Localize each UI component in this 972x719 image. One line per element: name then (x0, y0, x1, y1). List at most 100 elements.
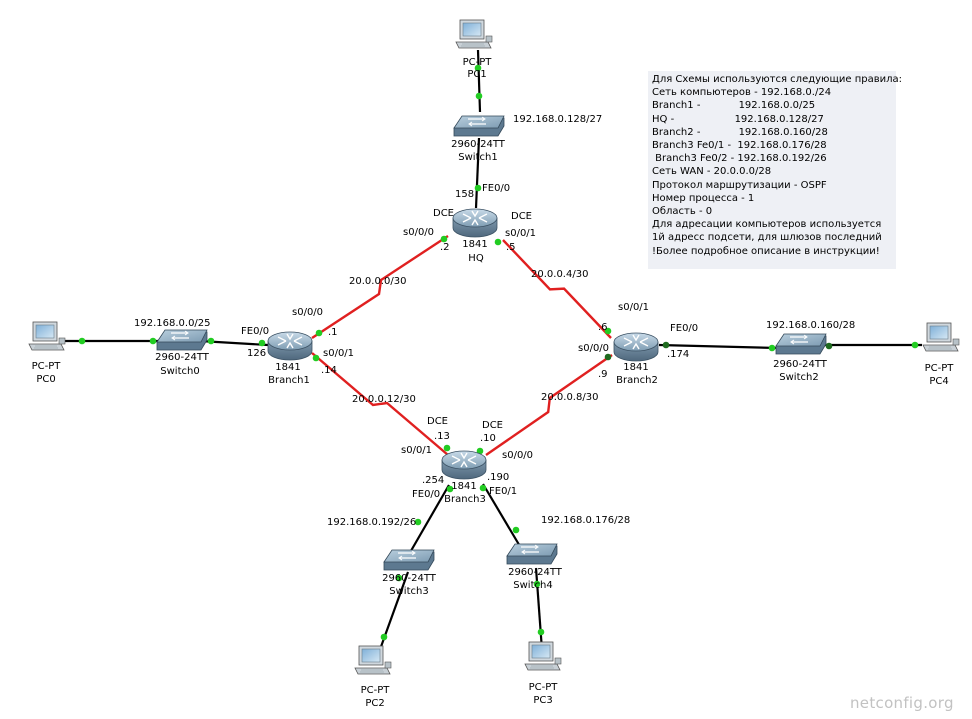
branch3-ip254-label: .254 (422, 475, 445, 486)
port-status-dot (395, 574, 403, 582)
pc4-name-label: PC4 (929, 376, 949, 387)
switch2-network-label: 192.168.0.160/28 (766, 320, 856, 331)
branch3-ip10-label: .10 (480, 433, 496, 444)
switch1-hq-cable (474, 137, 481, 209)
note-line: 1й адресс подсети, для шлюзов последний (652, 232, 882, 244)
branch2-branch3-serial (485, 354, 613, 456)
wan-hq-branch1-label: 20.0.0.0/30 (349, 276, 407, 287)
hq-branch2-serial (502, 239, 612, 339)
switch0-name-label: Switch0 (160, 366, 200, 377)
addressing-rules-note: Для Схемы используются следующие правила… (648, 71, 903, 269)
note-line: Для Схемы используются следующие правила… (652, 74, 903, 85)
pc1-name-label: PC1 (467, 69, 487, 80)
port-status-dot (768, 344, 776, 352)
branch2-fe-port-label: FE0/0 (670, 323, 699, 334)
note-line: Область - 0 (652, 206, 713, 218)
note-line: Сеть WAN - 20.0.0.0/28 (652, 166, 772, 178)
switch4-icon (506, 543, 558, 565)
branch3-fe01-label: FE0/1 (489, 486, 518, 497)
branch3-switch3-cable (407, 484, 450, 557)
switch4-network-label: 192.168.0.176/28 (541, 515, 631, 526)
port-status-dot (512, 526, 520, 534)
port-status-dot (380, 633, 388, 641)
hq-ip2-label: .2 (440, 242, 450, 253)
port-status-dot (475, 92, 483, 100)
pc4-model-label: PC-PT (924, 363, 954, 374)
switch1-name-label: Switch1 (458, 152, 498, 163)
note-line: Branch2 - 192.168.0.160/28 (652, 126, 828, 138)
hq-name-label: HQ (468, 253, 484, 264)
pc0-model-label: PC-PT (31, 361, 61, 372)
hq-ip5-label: .5 (506, 242, 516, 253)
branch1-name-label: Branch1 (268, 375, 310, 386)
note-line: Branch3 Fe0/1 - 192.168.0.176/28 (652, 140, 827, 152)
pc3-model-label: PC-PT (528, 682, 558, 693)
note-line: Для адресации компьютеров используется (652, 219, 882, 231)
port-status-dot (315, 329, 323, 337)
note-line: Сеть компьютеров - 192.168.0./24 (652, 87, 832, 99)
branch2-ip9-label: .9 (598, 369, 608, 380)
branch1-s000-label: s0/0/0 (292, 307, 324, 318)
port-status-dot (149, 337, 157, 345)
port-status-dot (474, 64, 482, 72)
port-status-dot (604, 327, 612, 335)
branch3-name-label: Branch3 (444, 494, 486, 505)
switch3-model-label: 2960-24TT (382, 573, 436, 584)
branch3-dce-right-label: DCE (482, 420, 504, 431)
note-line: !Более подробное описание в инструкции! (652, 245, 880, 257)
pc1-icon (455, 19, 493, 49)
hq-dce-left-label: DCE (433, 208, 455, 219)
hq-fe-ip-label: 158 (455, 189, 475, 200)
pc1-model-label: PC-PT (462, 57, 492, 68)
switch3-pc2-cable (376, 571, 410, 656)
note-line: HQ - 192.168.0.128/27 (652, 113, 824, 125)
branch1-s001-label: s0/0/1 (323, 348, 355, 359)
note-line: Протокол маршрутизации - OSPF (652, 179, 827, 191)
branch3-model-label: 1841 (451, 481, 477, 492)
port-status-dot (479, 484, 487, 492)
wan-hq-branch2-label: 20.0.0.4/30 (531, 269, 589, 280)
port-status-dot (476, 447, 484, 455)
switch3-name-label: Switch3 (389, 586, 429, 597)
branch2-ip6-label: .6 (598, 322, 608, 333)
port-status-dot (207, 337, 215, 345)
branch2-router-icon (613, 332, 659, 362)
port-status-dot (440, 235, 448, 243)
pc1-switch1-cable (476, 49, 482, 113)
port-status-dot (312, 354, 320, 362)
switch1-network-label: 192.168.0.128/27 (513, 114, 603, 125)
branch3-fe00-label: FE0/0 (412, 489, 441, 500)
hq-model-label: 1841 (462, 239, 488, 250)
switch2-icon (775, 333, 827, 355)
branch1-router-icon (267, 331, 313, 361)
port-status-dot (474, 184, 482, 192)
wan-branch2-branch3-label: 20.0.0.8/30 (541, 392, 599, 403)
branch1-ip14-label: .14 (321, 365, 337, 376)
port-status-dot (825, 342, 833, 350)
port-status-dot (604, 353, 612, 361)
switch4-name-label: Switch4 (513, 580, 553, 591)
note-line: Branch1 - 192.168.0.0/25 (652, 100, 816, 112)
port-status-dot (911, 341, 919, 349)
branch2-switch2-cable (658, 343, 779, 350)
pc2-name-label: PC2 (365, 698, 385, 709)
switch2-model-label: 2960-24TT (773, 359, 827, 370)
hq-dce-right-label: DCE (511, 211, 533, 222)
branch1-fe-ip-label: 126 (247, 348, 267, 359)
branch2-model-label: 1841 (623, 362, 649, 373)
branch1-ip1-label: .1 (328, 327, 338, 338)
branch3-ip190-label: .190 (487, 472, 510, 483)
branch1-model-label: 1841 (275, 362, 301, 373)
port-status-dot (537, 628, 545, 636)
branch3-dce-left-label: DCE (427, 416, 449, 427)
port-status-dot (443, 444, 451, 452)
branch3-ip13-label: .13 (434, 431, 450, 442)
hq-fe-port-label: FE0/0 (482, 183, 511, 194)
hq-branch1-serial (311, 234, 449, 340)
branch3-router-icon (441, 450, 487, 480)
port-status-dot (533, 580, 541, 588)
branch3-switch4-cable (482, 483, 522, 549)
hq-router-icon (452, 208, 498, 238)
switch0-network-label: 192.168.0.0/25 (134, 318, 211, 329)
